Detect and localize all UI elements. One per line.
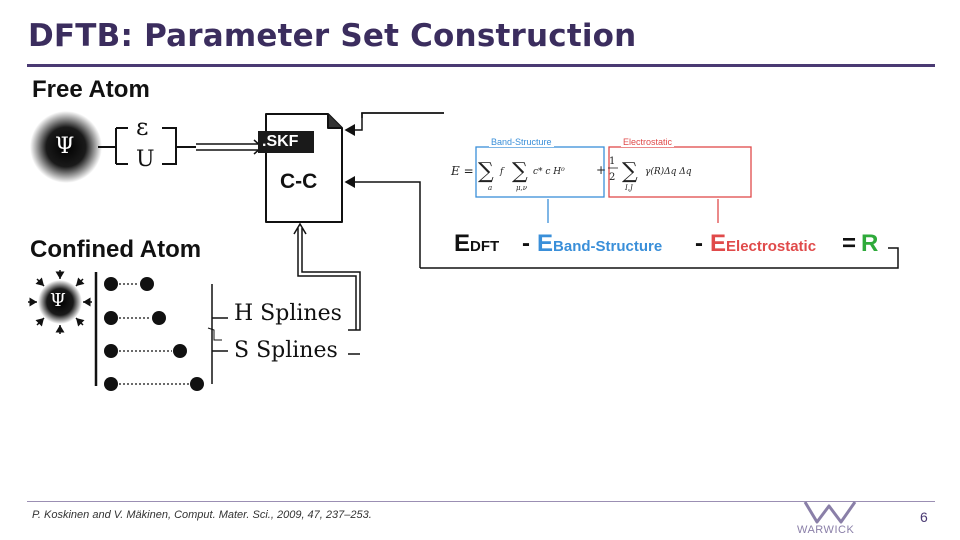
electrostatic-box-label: Electrostatic (621, 137, 675, 147)
citation: P. Koskinen and V. Mäkinen, Comput. Mate… (32, 509, 372, 521)
svg-text:+: + (596, 163, 606, 177)
svg-text:∑: ∑ (512, 159, 528, 184)
splines-to-skf-connector (297, 228, 361, 355)
svg-text:I,J: I,J (624, 184, 634, 192)
svg-text:E =: E = (450, 164, 474, 178)
skf-input-arrow (344, 112, 444, 136)
svg-text:γ(R)Δq Δq: γ(R)Δq Δq (645, 166, 692, 177)
confined-atom-heading: Confined Atom (30, 236, 202, 263)
svg-text:a: a (488, 184, 492, 192)
svg-text:∑: ∑ (622, 159, 638, 184)
svg-text:c* c H⁰: c* c H⁰ (533, 167, 565, 177)
skf-file-icon (265, 113, 343, 223)
svg-text:μ,ν: μ,ν (516, 184, 528, 192)
energy-formula: E = ∑ f ∑ c* c H⁰ a μ,ν + 1 2 ∑ γ(R)Δq Δ… (450, 156, 692, 192)
free-atom-orbital (30, 111, 102, 183)
electrostatic-box (608, 146, 752, 198)
confined-atom-psi: Ψ (50, 290, 66, 311)
edft-term: EDFT (454, 230, 500, 257)
free-atom-u: U (136, 147, 155, 172)
skf-tag-bg (258, 131, 314, 153)
free-atom-psi: Ψ (55, 134, 75, 159)
skf-output-arrow (344, 176, 421, 268)
s-splines-label: S Splines (234, 338, 338, 363)
equation-bracket (420, 247, 899, 269)
dimers-to-splines-bracket (211, 284, 228, 384)
svg-text:2: 2 (609, 172, 615, 183)
page-number: 6 (920, 509, 928, 525)
residual-r: R (861, 230, 879, 257)
atom-dimer-pairs (104, 277, 204, 391)
svg-text:1: 1 (609, 156, 615, 167)
svg-text:∑: ∑ (478, 159, 494, 184)
warwick-logo-text: WARWICK (797, 524, 855, 536)
skf-tag: .SKF (262, 133, 299, 150)
ebs-term: EBand-Structure (537, 230, 663, 257)
free-atom-bracket (98, 127, 128, 165)
free-atom-heading: Free Atom (32, 76, 150, 103)
free-atom-epsilon: ε (136, 113, 149, 141)
eelec-term: EElectrostatic (710, 230, 817, 257)
confinement-arrows (28, 270, 92, 334)
confined-atom-orbital (38, 280, 82, 324)
equals-sign: = (842, 230, 857, 257)
band-structure-box (475, 146, 605, 198)
skf-pair-label: C-C (280, 170, 318, 193)
free-atom-right-bracket (162, 127, 196, 165)
minus-sign-1: - (522, 230, 530, 257)
title-divider (27, 64, 935, 67)
slide-title: DFTB: Parameter Set Construction (28, 18, 637, 54)
band-structure-box-label: Band-Structure (489, 137, 554, 147)
minus-sign-2: - (695, 230, 703, 257)
footer-divider (27, 501, 935, 502)
h-splines-label: H Splines (234, 301, 342, 326)
warwick-logo-icon (803, 501, 857, 524)
svg-text:f: f (499, 167, 505, 177)
